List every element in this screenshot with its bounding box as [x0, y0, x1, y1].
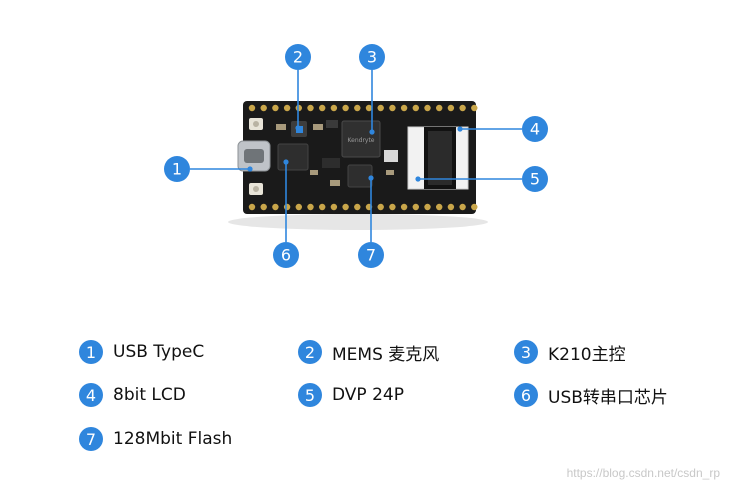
legend-label: MEMS 麦克风 [332, 344, 440, 365]
pin-hole [354, 104, 361, 112]
pin-hole [260, 104, 267, 112]
pin-hole [260, 203, 267, 211]
legend-badge: 7 [79, 427, 103, 451]
board-figure: Kendryte 1 2 3 4 5 6 7 [164, 44, 548, 268]
pin-hole [436, 203, 443, 211]
pin-hole [319, 104, 326, 112]
pin-hole [307, 104, 314, 112]
pin-hole [436, 104, 443, 112]
callout-number-7: 7 [366, 246, 376, 265]
legend-label: 8bit LCD [113, 385, 186, 405]
legend-item-2: 2 MEMS 麦克风 [298, 339, 439, 365]
callout-leaders: 1 2 3 4 5 6 7 [164, 44, 548, 268]
legend-badge: 6 [514, 383, 538, 407]
callout-dot-1 [247, 166, 253, 172]
callout-number-6: 6 [281, 246, 291, 265]
callout-number-1: 1 [172, 160, 182, 179]
pin-hole [319, 203, 326, 211]
callout-dot-2 [295, 125, 301, 131]
callout-number-2: 2 [293, 48, 303, 67]
legend-badge: 2 [298, 340, 322, 364]
pin-hole [248, 104, 256, 112]
pin-hole [342, 104, 349, 112]
usb-serial-chip [277, 143, 309, 171]
callout-number-5: 5 [530, 170, 540, 189]
pin-hole [389, 104, 396, 112]
legend-badge: 5 [298, 383, 322, 407]
legend-item-3: 3 K210主控 [514, 339, 626, 365]
flash-chip [347, 164, 373, 188]
callout-number-3: 3 [367, 48, 377, 67]
legend-badge: 4 [79, 383, 103, 407]
callout-badge-6 [273, 242, 299, 268]
callout-badge-5 [522, 166, 548, 192]
pin-hole [272, 104, 279, 112]
pin-hole [459, 104, 466, 112]
pin-hole [283, 104, 291, 112]
pin-hole [412, 203, 419, 211]
pin-hole [412, 104, 419, 112]
pin-hole [307, 203, 314, 211]
legend-item-5: 5 DVP 24P [298, 382, 404, 408]
pin-hole [389, 203, 396, 211]
pin-hole [283, 203, 291, 211]
callout-dot-7 [368, 175, 374, 181]
callout-badge-7 [358, 242, 384, 268]
pin-hole [295, 203, 302, 211]
pin-header-bottom [248, 203, 478, 211]
pin-hole [447, 203, 455, 211]
pin-hole [342, 203, 349, 211]
pin-header-top [248, 104, 478, 112]
pin-hole [424, 203, 431, 211]
chip-marking: Kendryte [348, 137, 375, 144]
legend-item-1: 1 USB TypeC [79, 339, 204, 365]
callout-dot-6 [283, 159, 289, 165]
legend-label: USB TypeC [113, 342, 205, 362]
pin-hole [377, 203, 384, 211]
legend-item-6: 6 USB转串口芯片 [514, 382, 668, 408]
pin-hole [400, 203, 408, 211]
pin-hole [400, 104, 408, 112]
legend-badge: 3 [514, 340, 538, 364]
pin-hole [424, 104, 431, 112]
pin-hole [365, 104, 373, 112]
callout-dot-5 [415, 176, 421, 182]
legend-item-4: 4 8bit LCD [79, 382, 186, 408]
legend-label: USB转串口芯片 [548, 387, 668, 408]
pin-hole [248, 203, 256, 211]
callout-badge-1 [164, 156, 190, 182]
pin-hole [330, 203, 338, 211]
legend-label: K210主控 [548, 344, 626, 365]
watermark: https://blog.csdn.net/csdn_rp [566, 466, 720, 480]
pin-hole [471, 203, 478, 211]
callout-dot-3 [369, 129, 375, 135]
callout-dot-4 [457, 126, 463, 132]
callout-badge-3 [359, 44, 385, 70]
pin-hole [471, 104, 478, 112]
legend-badge: 1 [79, 340, 103, 364]
pin-hole [330, 104, 338, 112]
legend-label: 128Mbit Flash [113, 429, 233, 449]
callout-badge-4 [522, 116, 548, 142]
pin-hole [447, 104, 455, 112]
legend-label: DVP 24P [332, 385, 404, 405]
callout-number-4: 4 [530, 120, 540, 139]
legend-item-7: 7 128Mbit Flash [79, 426, 232, 452]
pin-hole [272, 203, 279, 211]
pin-hole [459, 203, 466, 211]
pin-hole [354, 203, 361, 211]
pin-hole [377, 104, 384, 112]
callout-badge-2 [285, 44, 311, 70]
